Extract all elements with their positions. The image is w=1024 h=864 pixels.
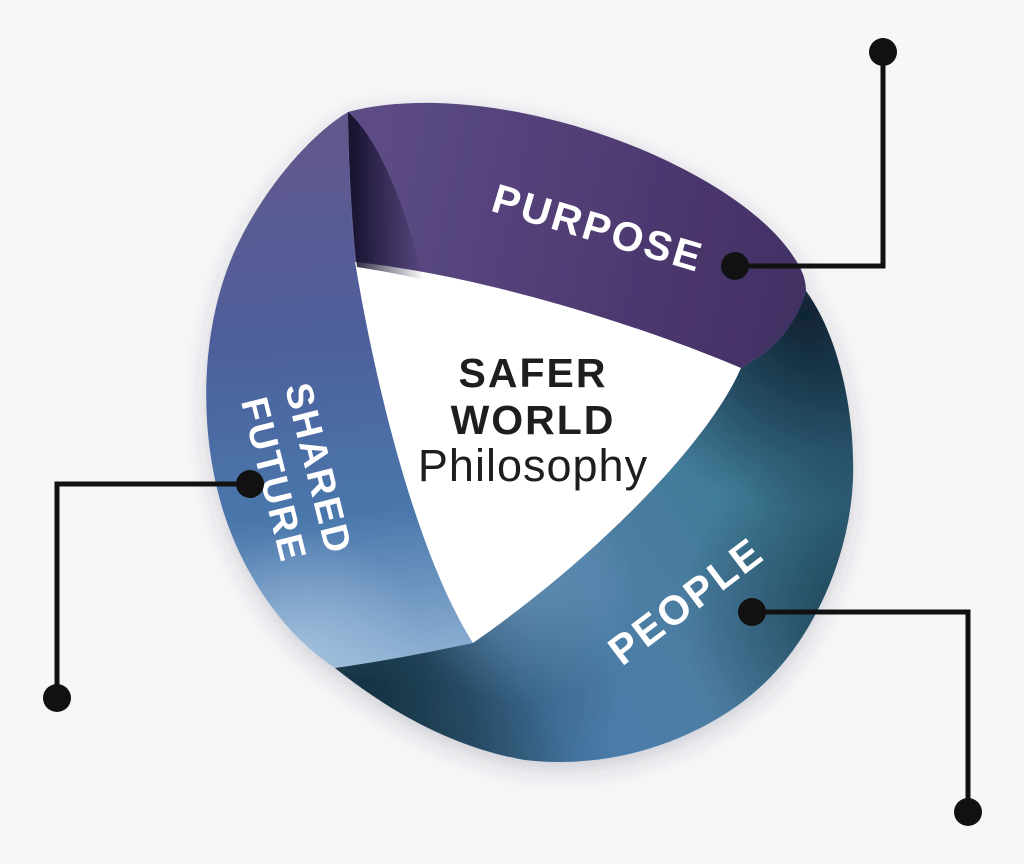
inner-triangle: [355, 262, 741, 643]
people-highlight: [335, 291, 854, 763]
callout-shared-future-line: [54, 481, 250, 698]
callout-shared-future-anchor-dot: [236, 470, 264, 498]
mobius-ribbon: [206, 102, 854, 763]
purpose-fold-shadow: [348, 112, 424, 280]
center-title-line3: Philosophy: [418, 440, 648, 491]
center-title-line1: SAFER: [459, 350, 608, 396]
callout-purpose: [721, 38, 897, 280]
callout-purpose-end-dot: [869, 38, 897, 66]
callout-shared-future: [43, 470, 264, 712]
callout-people-anchor-dot: [738, 598, 766, 626]
callout-purpose-anchor-dot: [721, 252, 749, 280]
center-title: SAFER WORLD Philosophy: [418, 350, 648, 491]
callout-people-end-dot: [954, 798, 982, 826]
callout-shared-future-end-dot: [43, 684, 71, 712]
ribbon-segment-purpose: [348, 102, 806, 368]
callout-people-line: [752, 609, 971, 812]
shared-future-fold-highlight: [206, 112, 474, 668]
center-title-line2: WORLD: [451, 397, 616, 443]
callout-purpose-line: [735, 52, 886, 269]
callout-people: [738, 598, 982, 826]
